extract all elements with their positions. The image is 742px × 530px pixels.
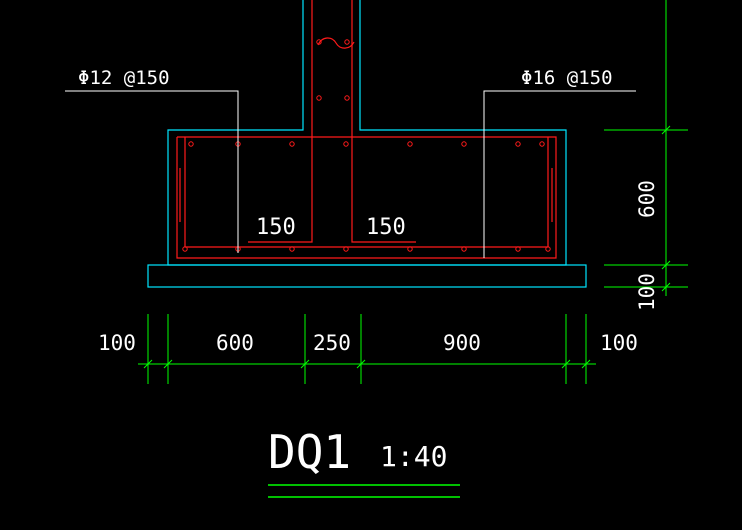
bottom-dimension-line — [138, 314, 596, 384]
rebar-dot — [316, 39, 322, 45]
bottom-dim-tick — [300, 359, 310, 369]
rebar-right-label: Φ16 @150 — [521, 67, 613, 89]
blinding-layer-outline — [147, 264, 587, 288]
rebar-dot — [515, 246, 521, 252]
bottom-dim-text: 600 — [216, 331, 254, 355]
bottom-dim-text: 900 — [443, 331, 481, 355]
rebar-dot — [316, 95, 322, 101]
bottom-dim-tick — [143, 359, 153, 369]
right-dim-tick — [661, 125, 671, 135]
rebar-dot — [343, 141, 349, 147]
wall-bar-right — [351, 0, 416, 243]
bottom-dim-tick — [163, 359, 173, 369]
rebar-dot — [461, 141, 467, 147]
rebar-dot — [539, 141, 545, 147]
rebar-dot — [407, 246, 413, 252]
title-underline — [268, 484, 460, 498]
bottom-dim-tick — [581, 359, 591, 369]
rebar-dot — [545, 246, 551, 252]
bottom-dim-text: 250 — [313, 331, 351, 355]
right-dim-tick — [661, 260, 671, 270]
footing-top-bar — [184, 137, 549, 248]
inner-dim-left: 150 — [256, 215, 296, 240]
rebar-dot — [289, 246, 295, 252]
right-dim-tick — [661, 282, 671, 292]
rebar-dot — [188, 141, 194, 147]
rebar-dot — [515, 141, 521, 147]
footing-outline — [147, 0, 587, 288]
footing-stirrup-outer — [176, 136, 557, 259]
leader-right — [483, 90, 636, 258]
leader-left — [65, 90, 239, 253]
rebar-dot — [407, 141, 413, 147]
leader-lines — [65, 90, 636, 258]
wall-tie-hook — [317, 37, 355, 49]
rebar-dots — [182, 39, 551, 252]
right-dimension-line — [604, 0, 688, 296]
rebar-dot — [289, 141, 295, 147]
rebar-left-label: Φ12 @150 — [78, 67, 170, 89]
bottom-dim-tick — [561, 359, 571, 369]
rebar-dot — [461, 246, 467, 252]
bottom-dim-text: 100 — [98, 331, 136, 355]
bottom-dim-tick — [356, 359, 366, 369]
right-dim-text-600: 600 — [635, 180, 659, 218]
rebar-group — [176, 0, 557, 259]
inner-dim-right: 150 — [366, 215, 406, 240]
rebar-dot — [344, 39, 350, 45]
drawing-title: DQ1 — [268, 425, 351, 479]
bottom-dim-text: 100 — [600, 331, 638, 355]
rebar-dot — [182, 246, 188, 252]
wall-bar-left — [248, 0, 313, 243]
rebar-dot — [343, 246, 349, 252]
drawing-scale: 1:40 — [380, 440, 447, 473]
rebar-dot — [344, 95, 350, 101]
right-dim-text-100: 100 — [635, 273, 659, 311]
